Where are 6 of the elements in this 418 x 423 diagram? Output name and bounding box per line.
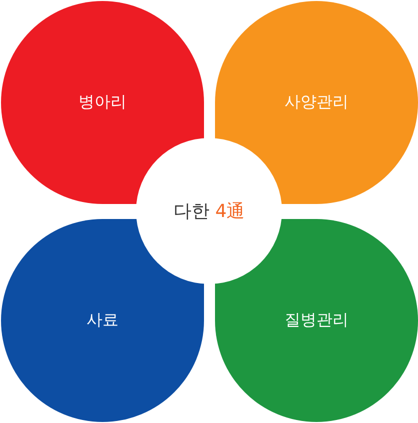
- label: 병아리: [78, 92, 126, 113]
- label: 4通: [215, 200, 245, 223]
- label: 다한: [173, 200, 210, 223]
- label: 질병관리: [284, 310, 348, 331]
- label: 사료: [86, 310, 118, 331]
- label: 사양관리: [284, 92, 348, 113]
